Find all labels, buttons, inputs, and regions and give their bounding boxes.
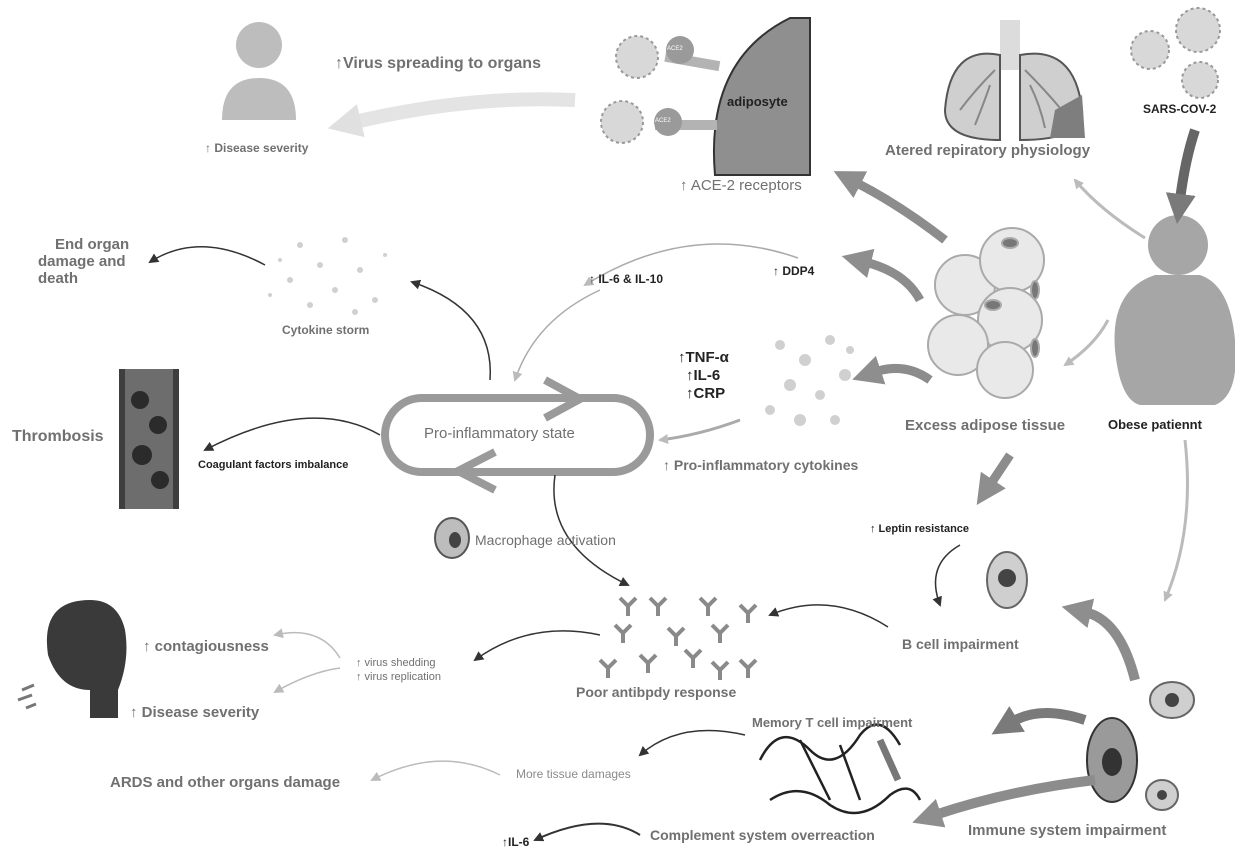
label-ards: ARDS and other organs damage: [110, 774, 341, 791]
label-end-organ-1: End organ: [55, 236, 130, 253]
label-altered-respiratory: Atered repiratory physiology: [885, 142, 1091, 159]
label-end-organ-2: damage and: [38, 253, 126, 270]
label-virus-shedding: ↑ virus shedding: [356, 657, 436, 669]
label-obese-patient: Obese patiennt: [1108, 417, 1202, 432]
arrow-to-ards: [370, 760, 501, 781]
t-cell-icon: [1086, 717, 1138, 803]
person-icon: [222, 22, 296, 120]
label-immune: Immune system impairment: [968, 822, 1167, 839]
arrow-to-b-cell: [1061, 598, 1140, 682]
arrow-to-memory-t: [991, 706, 1087, 735]
b-cell-icon: [986, 551, 1195, 811]
label-il6: ↑IL-6: [686, 367, 721, 384]
protein-icon: [758, 723, 922, 815]
arrow-to-end-organ: [148, 246, 266, 266]
arrow-to-severity: [273, 667, 341, 693]
arrow-ddp4-to-il: [583, 243, 799, 287]
label-pro-inflammatory-state: Pro-inflammatory state: [424, 425, 575, 442]
label-end-organ-3: death: [38, 270, 79, 287]
label-il6-il10: ↑ IL-6 & IL-10: [589, 272, 664, 286]
arrow-to-respiratory: [1073, 178, 1146, 240]
label-crp: ↑CRP: [686, 385, 726, 402]
label-more-tissue: More tissue damages: [516, 767, 631, 781]
label-macrophage: Macrophage activation: [475, 532, 616, 548]
label-disease-severity-top: ↑ Disease severity: [205, 141, 309, 155]
arrow-il-to-state: [512, 289, 601, 382]
label-coagulant: Coagulant factors imbalance: [198, 459, 349, 471]
label-complement: Complement system overreaction: [650, 827, 875, 843]
arrow-to-contagiousness: [273, 628, 341, 659]
arrow-cytokines-to-state: [658, 418, 741, 444]
label-virus-replication: ↑ virus replication: [356, 671, 441, 683]
macrophage-icon: [434, 517, 470, 559]
loop-arrowhead-left: [449, 448, 497, 494]
label-b-cell: B cell impairment: [902, 636, 1019, 652]
arrow-to-thrombosis: [203, 417, 381, 451]
label-thrombosis: Thrombosis: [12, 428, 104, 445]
arrow-virus-spreading: [327, 92, 576, 138]
obese-person-icon: [1114, 215, 1235, 405]
label-pro-inflammatory-cytokines: ↑ Pro-inflammatory cytokines: [663, 457, 859, 473]
loop-arrowhead-right: [543, 376, 589, 422]
label-ddp4: ↑ DDP4: [773, 264, 815, 278]
label-tnf-alpha: ↑TNF-α: [678, 349, 729, 366]
arrow-to-antibodies: [553, 474, 630, 587]
label-virus-spreading: ↑Virus spreading to organs: [335, 55, 541, 72]
arrow-to-ace2: [833, 171, 948, 244]
arrow-to-tissue-damage: [638, 729, 746, 757]
lungs-icon: [943, 20, 1085, 142]
arrow-to-il6: [533, 822, 641, 842]
pro-inflammatory-loop: [381, 394, 654, 476]
arrow-to-ddp4: [841, 248, 924, 303]
adipocyte-icon: [654, 17, 811, 176]
arrow-to-adipose: [1063, 319, 1110, 367]
blood-vessel-icon: [119, 369, 179, 509]
label-poor-antibody: Poor antibpdy response: [576, 684, 737, 700]
label-excess-adipose: Excess adipose tissue: [905, 417, 1066, 434]
cytokine-particles-icon: [268, 237, 854, 426]
label-ace2-receptors: ↑ ACE-2 receptors: [680, 177, 802, 194]
arrow-to-virus-shedding: [473, 630, 601, 662]
label-contagiousness: ↑ contagiousness: [143, 638, 269, 655]
arrow-b-cell-to-antibodies: [768, 604, 889, 628]
label-receptor-tag-1: ACE2: [667, 46, 683, 52]
label-receptor-tag-2: ACE2: [655, 118, 671, 124]
arrow-sars-to-patient: [1165, 128, 1200, 224]
arrow-to-cytokines: [852, 355, 933, 385]
label-sars-cov-2: SARS-COV-2: [1143, 102, 1217, 116]
arrow-to-cytokine-storm: [410, 279, 491, 381]
virus-icon: [600, 7, 1221, 144]
label-memory-t: Memory T cell impairment: [752, 715, 913, 730]
label-cytokine-storm: Cytokine storm: [282, 323, 370, 337]
arrow-to-leptin: [976, 452, 1014, 505]
label-leptin: ↑ Leptin resistance: [870, 523, 970, 535]
arrow-leptin-to-b-cell: [932, 544, 961, 607]
arrow-patient-to-immune: [1163, 439, 1189, 602]
antibody-icon: [598, 596, 758, 680]
fat-cell-cluster-icon: [927, 227, 1045, 399]
label-il6-bottom: ↑IL-6: [502, 835, 530, 849]
head-profile-icon: [17, 600, 127, 718]
label-adipocyte: adiposyte: [727, 94, 788, 109]
label-disease-severity-bottom: ↑ Disease severity: [130, 704, 260, 721]
arrow-to-complement: [912, 775, 1096, 828]
